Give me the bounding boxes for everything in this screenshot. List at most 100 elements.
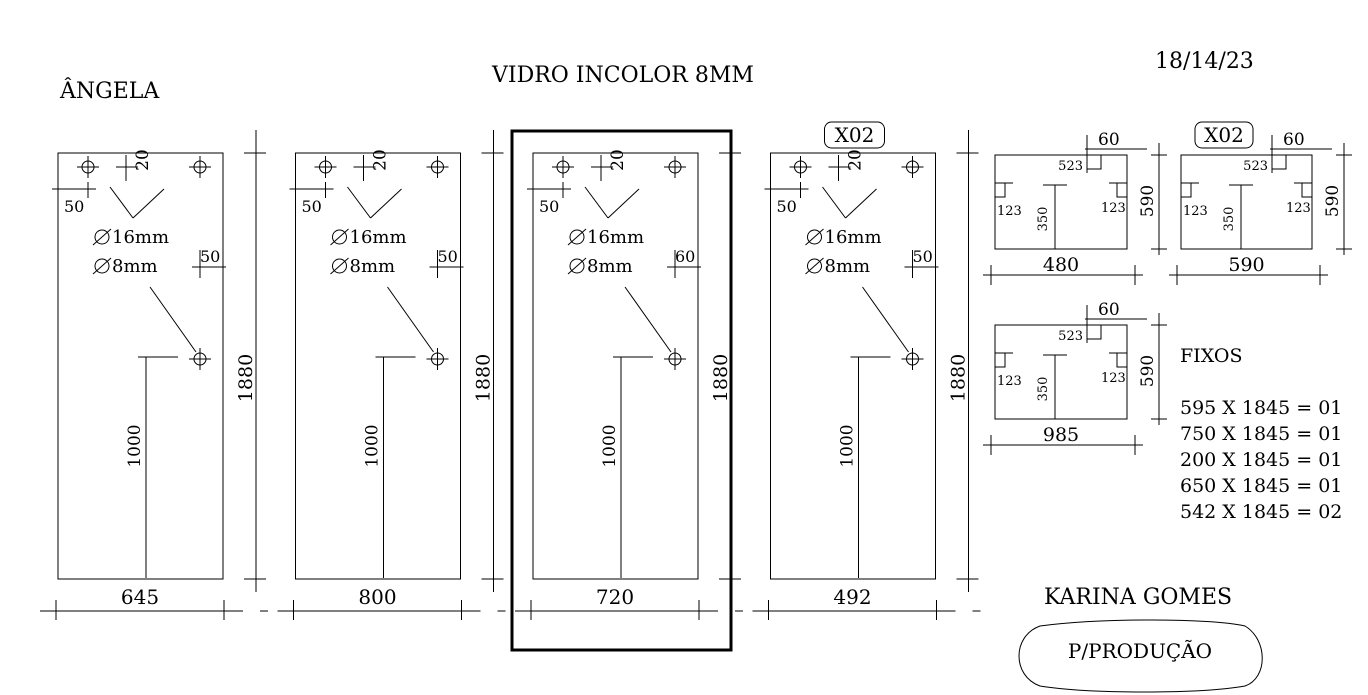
top-notch	[1086, 324, 1102, 340]
top-dim-label: 20	[608, 149, 628, 171]
small-panel: 60 523 123 123 350 590 985	[983, 300, 1167, 455]
side-dim-label: 50	[302, 197, 322, 216]
right-cut-label: 123	[1101, 371, 1126, 386]
small-hole-label: 8mm	[350, 256, 396, 277]
width-label: 492	[833, 585, 871, 609]
designer-name: KARINA GOMES	[1044, 585, 1232, 610]
left-cut-label: 123	[997, 374, 1022, 389]
top-dim-label: 20	[846, 149, 866, 171]
left-cutout	[995, 182, 1006, 198]
tag-box	[1194, 121, 1254, 149]
small-panel-tag: X02	[1204, 123, 1244, 147]
panel-outline	[532, 152, 699, 580]
diameter-symbol-slash	[330, 228, 349, 246]
diameter-symbol-slash	[92, 257, 112, 275]
leader-line	[584, 186, 609, 219]
height-label: 1880	[710, 354, 732, 402]
client-name: ÂNGELA	[59, 77, 160, 104]
diameter-symbol	[807, 229, 822, 245]
material-title: VIDRO INCOLOR 8MM	[491, 63, 754, 88]
small-panel: 60 523 123 123 350 590 480	[983, 130, 1167, 285]
small-hole-label: 8mm	[112, 256, 158, 277]
handle-height-label: 1000	[600, 424, 620, 467]
diameter-symbol	[94, 258, 110, 274]
diameter-symbol	[807, 258, 822, 274]
small-panel-outline	[994, 154, 1128, 250]
right-cutout	[1301, 182, 1312, 198]
handle-height-label: 1000	[838, 424, 858, 467]
large-hole-label: 16mm	[112, 227, 169, 248]
leader-line	[132, 188, 165, 219]
tag-box	[824, 121, 885, 149]
small-height-label: 590	[1138, 185, 1158, 217]
leader-line	[347, 186, 371, 219]
panel-tag: X02	[835, 123, 875, 147]
fixed-title: FIXOS	[1180, 345, 1242, 367]
top-dim-label: 20	[371, 149, 391, 171]
diameter-symbol	[569, 229, 585, 245]
right-dim-label: 60	[675, 247, 695, 266]
fixed-item: 542 X 1845 = 02	[1180, 501, 1342, 523]
diameter-symbol-slash	[92, 228, 112, 246]
selection-frame[interactable]	[510, 129, 733, 652]
right-dim-label: 50	[200, 247, 220, 266]
notch-label: 60	[1098, 300, 1120, 320]
top-dim-label: 20	[133, 149, 153, 171]
fixed-item: 200 X 1845 = 01	[1180, 449, 1342, 471]
notch-depth-label: 523	[1058, 329, 1083, 344]
leader-line	[607, 188, 640, 219]
fixed-item: 595 X 1845 = 01	[1180, 397, 1342, 419]
leader-line	[109, 186, 134, 219]
center-label: 350	[1036, 207, 1051, 232]
leader-line	[822, 186, 846, 219]
top-notch	[1086, 154, 1102, 170]
right-cut-label: 123	[1101, 201, 1126, 216]
small-width-label: 985	[1043, 424, 1079, 446]
small-width-label: 590	[1228, 254, 1264, 276]
height-label: 1880	[948, 354, 970, 402]
large-hole-label: 16mm	[587, 227, 644, 248]
height-label: 1880	[473, 354, 495, 402]
notch-label: 60	[1283, 130, 1305, 150]
large-hole-label: 16mm	[350, 227, 407, 248]
small-hole-label: 8mm	[825, 256, 871, 277]
production-stamp: P/PRODUÇÃO	[1068, 639, 1212, 663]
small-height-label: 590	[1323, 185, 1343, 217]
left-cutout	[1181, 182, 1192, 198]
side-dim-label: 50	[777, 197, 797, 216]
small-width-label: 480	[1043, 254, 1079, 276]
top-notch	[1271, 154, 1287, 170]
center-label: 350	[1036, 377, 1051, 402]
right-cut-label: 123	[1286, 201, 1311, 216]
fixed-item: 750 X 1845 = 01	[1180, 423, 1342, 445]
small-panels: 60 523 123 123 350 590 480 60 523 123 123 350 590 590…	[983, 121, 1352, 455]
small-panel-outline	[1180, 154, 1313, 250]
diameter-symbol	[569, 258, 585, 274]
width-label: 800	[358, 585, 396, 609]
diameter-symbol	[332, 258, 347, 274]
right-dim-label: 50	[438, 247, 458, 266]
left-cut-label: 123	[1183, 204, 1208, 219]
panel-outline	[57, 152, 224, 580]
side-dim-label: 50	[64, 197, 84, 216]
leader-line	[862, 286, 909, 353]
small-height-label: 590	[1138, 355, 1158, 387]
small-panel-outline	[994, 324, 1128, 420]
right-dim-label: 50	[913, 247, 933, 266]
diameter-symbol-slash	[805, 257, 824, 275]
notch-label: 60	[1098, 130, 1120, 150]
side-dim-label: 50	[539, 197, 559, 216]
production-stamp-frame	[1018, 619, 1263, 693]
leader-line	[624, 286, 672, 353]
notch-depth-label: 523	[1058, 159, 1083, 174]
left-cut-label: 123	[997, 204, 1022, 219]
right-cutout	[1116, 182, 1127, 198]
leader-line	[370, 188, 402, 219]
diameter-symbol	[332, 229, 347, 245]
leader-line	[149, 286, 197, 353]
